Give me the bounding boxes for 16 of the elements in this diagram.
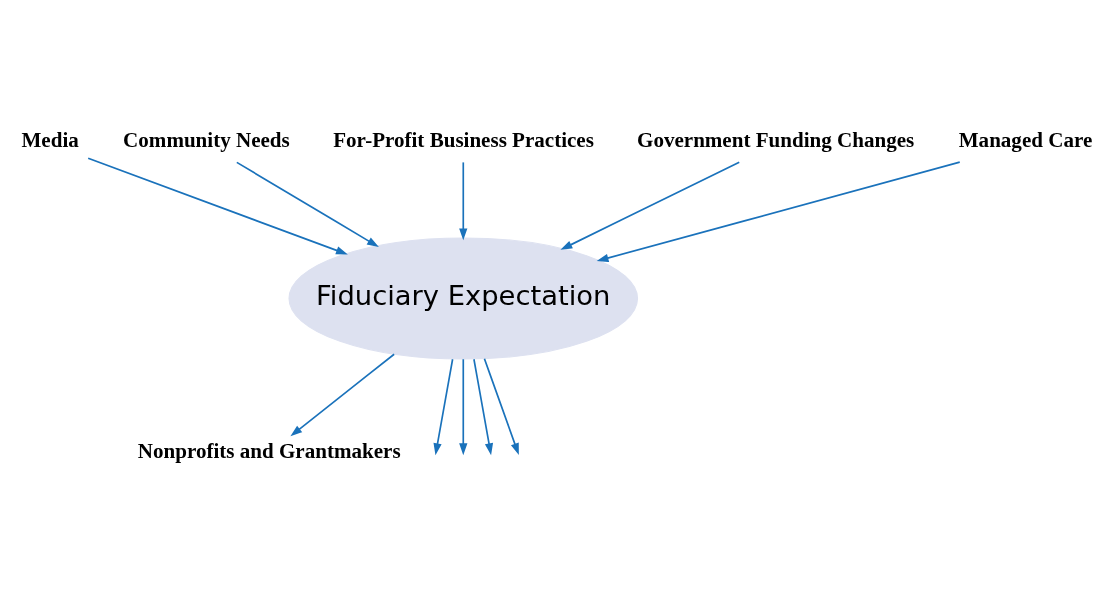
arrow [459, 161, 468, 240]
node-text: Nonprofits and Grantmakers [137, 438, 401, 463]
arrow [433, 357, 454, 455]
node-text: Government Funding Changes [637, 127, 915, 152]
node-text: For-Profit Business Practices [333, 127, 594, 152]
arrow [290, 352, 395, 436]
arrow [483, 357, 519, 455]
arrow [560, 160, 741, 250]
node-text: Media [21, 127, 79, 152]
node-text: Managed Care [958, 127, 1093, 152]
arrow [235, 161, 379, 247]
arrow [473, 357, 494, 455]
node-text: Community Needs [123, 127, 290, 152]
arrow [596, 160, 961, 262]
arrow [87, 156, 348, 255]
arrow [459, 357, 468, 455]
